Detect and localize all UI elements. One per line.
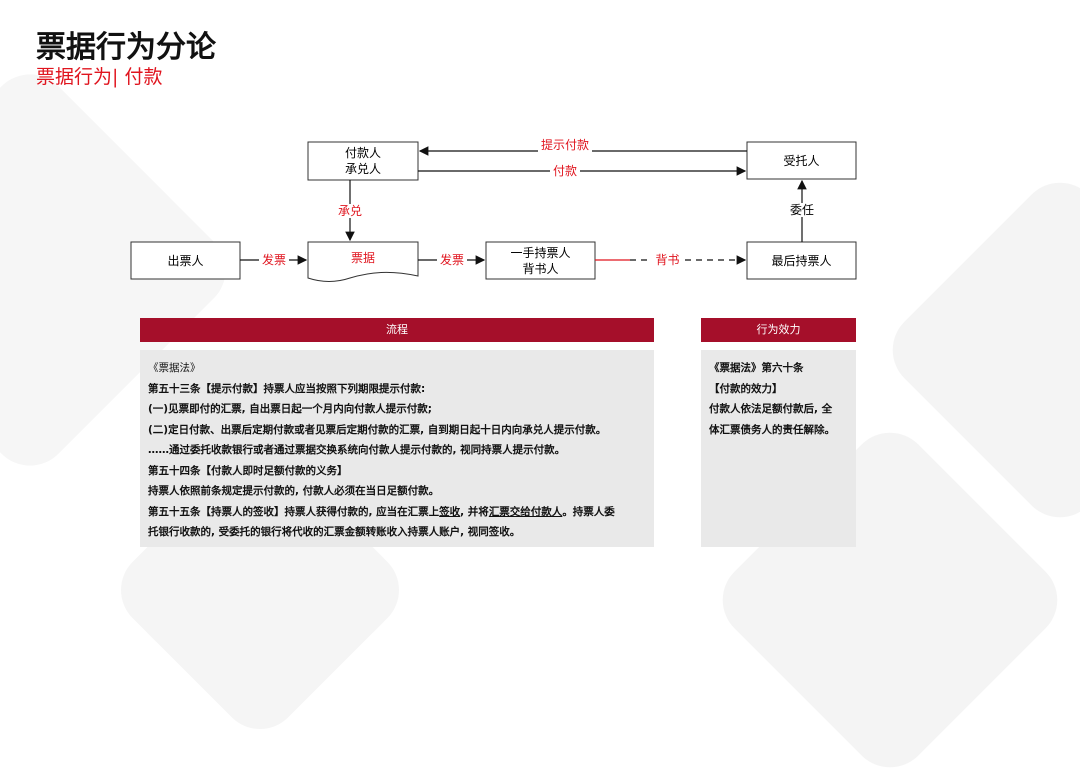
drawer-box xyxy=(130,241,241,280)
process-line: 托银行收款的, 受委托的银行将代收的汇票金额转账收入持票人账户, 视同签收。 xyxy=(148,526,521,538)
effect-line: 体汇票债务人的责任解除。 xyxy=(709,423,835,436)
process-panel: 《票据法》 第五十三条【提示付款】持票人应当按照下列期限提示付款: (一)见票即… xyxy=(140,350,654,547)
endorser-text: 背书人 xyxy=(522,262,559,276)
payer-label: 付款人 xyxy=(344,146,381,160)
first-holder-label: 一手持票人背书人 xyxy=(486,245,595,277)
issue-label-1: 发票 xyxy=(258,253,289,267)
payer-box xyxy=(307,141,419,181)
drawer-label: 出票人 xyxy=(167,254,204,268)
trustee-label: 受托人 xyxy=(783,154,820,168)
issue-label-2: 发票 xyxy=(436,253,467,267)
process-line: 第五十三条【提示付款】持票人应当按照下列期限提示付款: xyxy=(148,382,426,395)
effect-line: 《票据法》第六十条 xyxy=(709,362,804,374)
process-line: 第五十五条【持票人的签收】持票人获得付款的, 应当在汇票上签收, 并将汇票交给付… xyxy=(148,502,646,523)
last-holder-box xyxy=(746,241,857,280)
process-line: (一)见票即付的汇票, 自出票日起一个月内向付款人提示付款; xyxy=(148,403,432,415)
process-line: ……通过委托收款银行或者通过票据交换系统向付款人提示付款的, 视同持票人提示付款… xyxy=(148,444,566,456)
first-holder-text: 一手持票人 xyxy=(510,246,571,260)
first-holder-box xyxy=(485,241,596,280)
entrust-label: 委任 xyxy=(786,203,817,217)
text: 第五十五条【持票人的签收】持票人获得付款的, 应当在汇票上 xyxy=(148,505,440,518)
acceptance-label: 承兑 xyxy=(334,204,365,218)
effect-panel: 《票据法》第六十条 【付款的效力】 付款人依法足额付款后, 全 体汇票债务人的责… xyxy=(701,350,856,547)
last-holder-label: 最后持票人 xyxy=(771,254,832,268)
payer-box-label: 付款人承兑人 xyxy=(308,145,418,177)
effect-line: 【付款的效力】 xyxy=(709,382,783,395)
bill-box xyxy=(307,241,419,282)
process-header: 流程 xyxy=(140,318,654,342)
payment-label: 付款 xyxy=(549,164,580,178)
process-line: 持票人依照前条规定提示付款的, 付款人必须在当日足额付款。 xyxy=(148,485,440,497)
present-payment-label: 提示付款 xyxy=(537,138,592,152)
process-line: 第五十四条【付款人即时足额付款的义务】 xyxy=(148,464,348,477)
process-line: (二)定日付款、出票后定期付款或者见票后定期付款的汇票, 自到期日起十日内向承兑… xyxy=(148,423,607,436)
text: 。持票人委 xyxy=(562,505,615,518)
text: , 并将 xyxy=(460,505,489,518)
underlined-text: 签收 xyxy=(439,505,461,518)
page-subtitle: 票据行为| 付款 xyxy=(36,66,163,88)
page-title: 票据行为分论 xyxy=(36,30,216,65)
bill-label: 票据 xyxy=(350,251,375,265)
acceptor-label: 承兑人 xyxy=(344,162,381,176)
process-line: 《票据法》 xyxy=(148,362,201,374)
effect-line: 付款人依法足额付款后, 全 xyxy=(709,403,833,415)
effect-header: 行为效力 xyxy=(701,318,856,342)
trustee-box xyxy=(746,141,857,180)
endorse-label: 背书 xyxy=(652,253,683,267)
flow-diagram xyxy=(130,141,857,282)
underlined-text: 汇票交给付款人 xyxy=(488,505,563,518)
